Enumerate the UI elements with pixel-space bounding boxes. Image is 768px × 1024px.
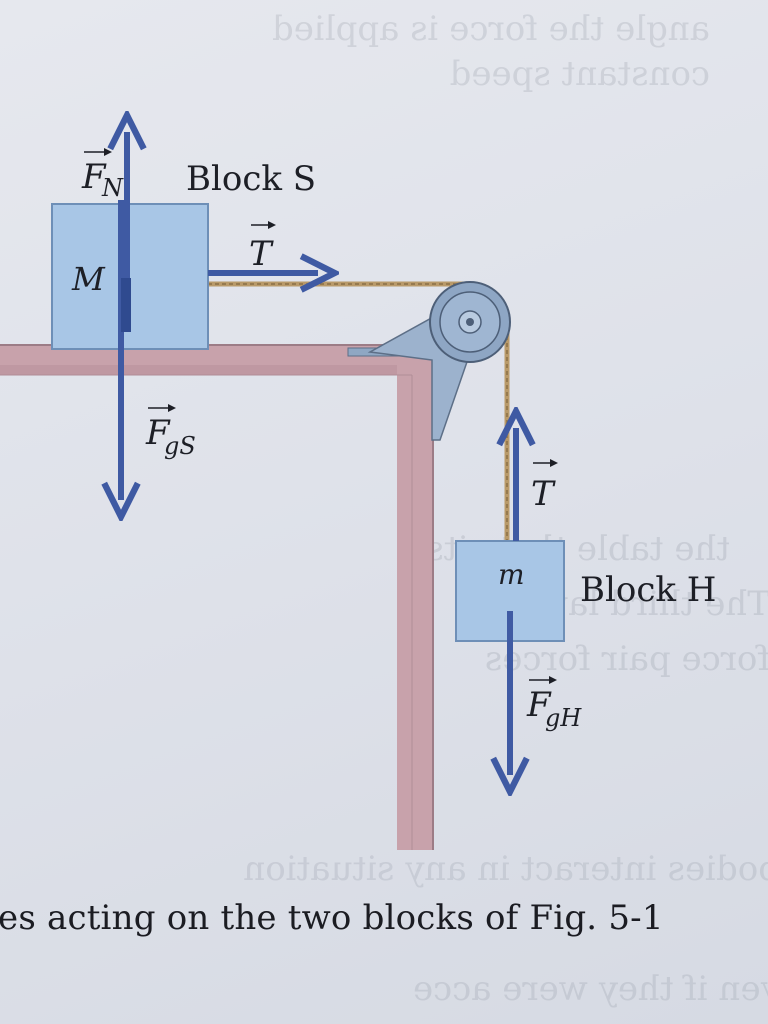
block-h-mass: m	[498, 558, 525, 591]
block-h-title: Block H	[580, 570, 716, 610]
tension-h-symbol: T	[531, 474, 556, 514]
label-tension-h: T	[531, 459, 558, 514]
gravity-h-subscript: gH	[545, 704, 582, 732]
normal-force-subscript: N	[101, 174, 124, 202]
caption-text: es acting on the two blocks of Fig. 5-1	[0, 898, 664, 938]
svg-text:The third law: The third law	[539, 584, 768, 624]
block-s-title: Block S	[186, 159, 316, 199]
label-gravity-s: F gS	[145, 404, 196, 460]
table	[0, 344, 440, 850]
svg-text:constant speed: constant speed	[450, 54, 710, 94]
svg-text:force pair forces: force pair forces	[485, 639, 768, 679]
label-normal-force: F N	[81, 148, 124, 202]
label-tension-s: T	[249, 221, 276, 274]
block-s-mass: M	[71, 260, 106, 298]
gravity-h-symbol: F	[526, 685, 552, 725]
svg-text:bodies interact in any situati: bodies interact in any situation	[243, 849, 768, 889]
label-gravity-h: F gH	[526, 676, 582, 732]
gravity-s-subscript: gS	[164, 432, 196, 460]
gravity-s-symbol: F	[145, 413, 171, 453]
normal-force-symbol: F	[81, 157, 107, 197]
svg-text:even if they were acce: even if they were acce	[413, 969, 768, 1009]
tension-s-symbol: T	[249, 234, 274, 274]
svg-text:angle the force is applied: angle the force is applied	[272, 9, 710, 49]
pulley	[347, 281, 511, 441]
arrow-overlap	[121, 278, 131, 332]
